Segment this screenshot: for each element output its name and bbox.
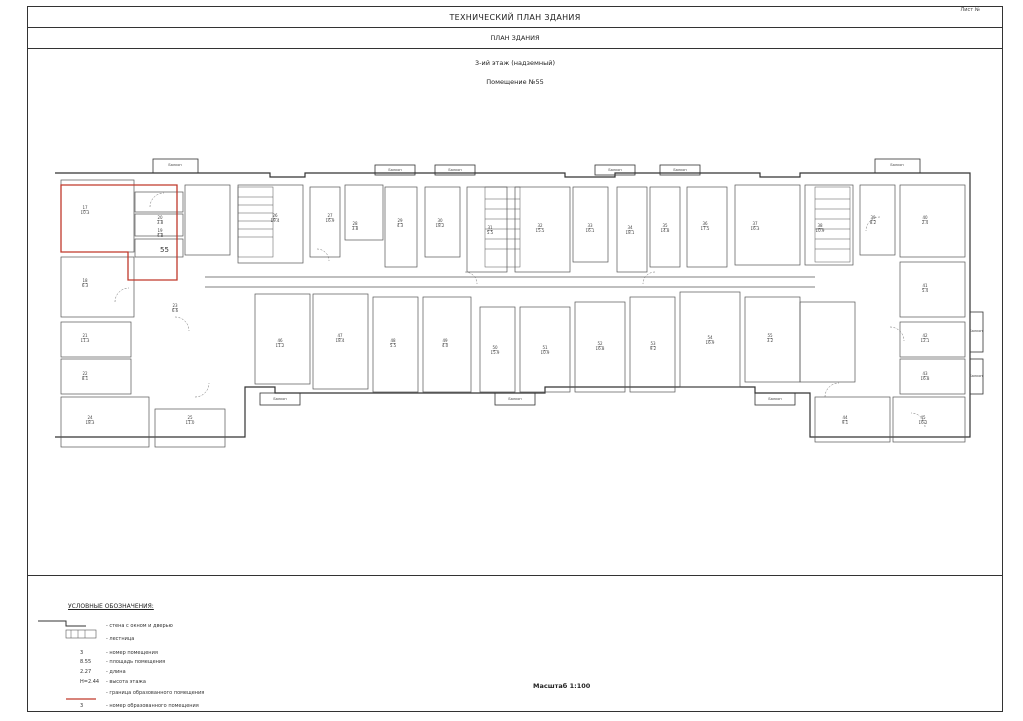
legend-symbols	[38, 620, 97, 700]
balcony-label: Балкон	[969, 329, 982, 333]
balcony-label: Балкон	[448, 168, 461, 172]
interior-walls	[60, 179, 966, 448]
scale-label: Масштаб 1:100	[533, 682, 591, 690]
balcony-label: Балкон	[608, 168, 621, 172]
document-title: ТЕХНИЧЕСКИЙ ПЛАН ЗДАНИЯ	[28, 7, 1002, 28]
legend-item: - площадь помещения	[106, 659, 166, 665]
legend-item: - граница образованного помещения	[106, 690, 205, 696]
premise-label: Помещение №55	[486, 78, 544, 86]
legend-item: - номер образованного помещения	[106, 703, 199, 709]
balcony-label: Балкон	[273, 397, 286, 401]
drawing-sheet: Лист № ТЕХНИЧЕСКИЙ ПЛАН ЗДАНИЯ ПЛАН ЗДАН…	[27, 6, 1003, 712]
balcony-label: Балкон	[969, 374, 982, 378]
stairs	[237, 186, 851, 268]
legend-symbol: 8.55	[80, 659, 92, 665]
balconies	[152, 158, 984, 406]
legend-symbol: Н=2.44	[80, 679, 100, 685]
legend-symbol: 3	[80, 650, 84, 656]
balcony-label: Балкон	[508, 397, 521, 401]
doors	[114, 192, 926, 428]
balcony-label: Балкон	[168, 163, 181, 167]
legend-item: - длина	[106, 669, 126, 675]
legend: УСЛОВНЫЕ ОБОЗНАЧЕНИЯ: - стена с окном и …	[28, 575, 1002, 714]
floor-label: 3-ий этаж (надземный)	[474, 59, 556, 67]
sheet-number: Лист №	[960, 7, 980, 13]
balcony-label: Балкон	[768, 397, 781, 401]
premise-55-boundary	[60, 184, 178, 281]
legend-symbol: 3	[80, 703, 84, 709]
legend-item: - лестница	[106, 636, 135, 642]
document-subtitle: ПЛАН ЗДАНИЯ	[28, 27, 1002, 49]
legend-item: - номер помещения	[106, 650, 158, 656]
balcony-label: Балкон	[388, 168, 401, 172]
legend-item: - стена с окном и дверью	[106, 623, 173, 629]
balcony-label: Балкон	[673, 168, 686, 172]
legend-item: - высота этажа	[106, 679, 146, 685]
outer-walls	[55, 172, 971, 438]
legend-title: УСЛОВНЫЕ ОБОЗНАЧЕНИЯ:	[68, 603, 154, 610]
legend-symbol: 2.27	[80, 669, 92, 675]
balcony-label: Балкон	[890, 163, 903, 167]
premise-number-label: 55	[160, 246, 169, 254]
